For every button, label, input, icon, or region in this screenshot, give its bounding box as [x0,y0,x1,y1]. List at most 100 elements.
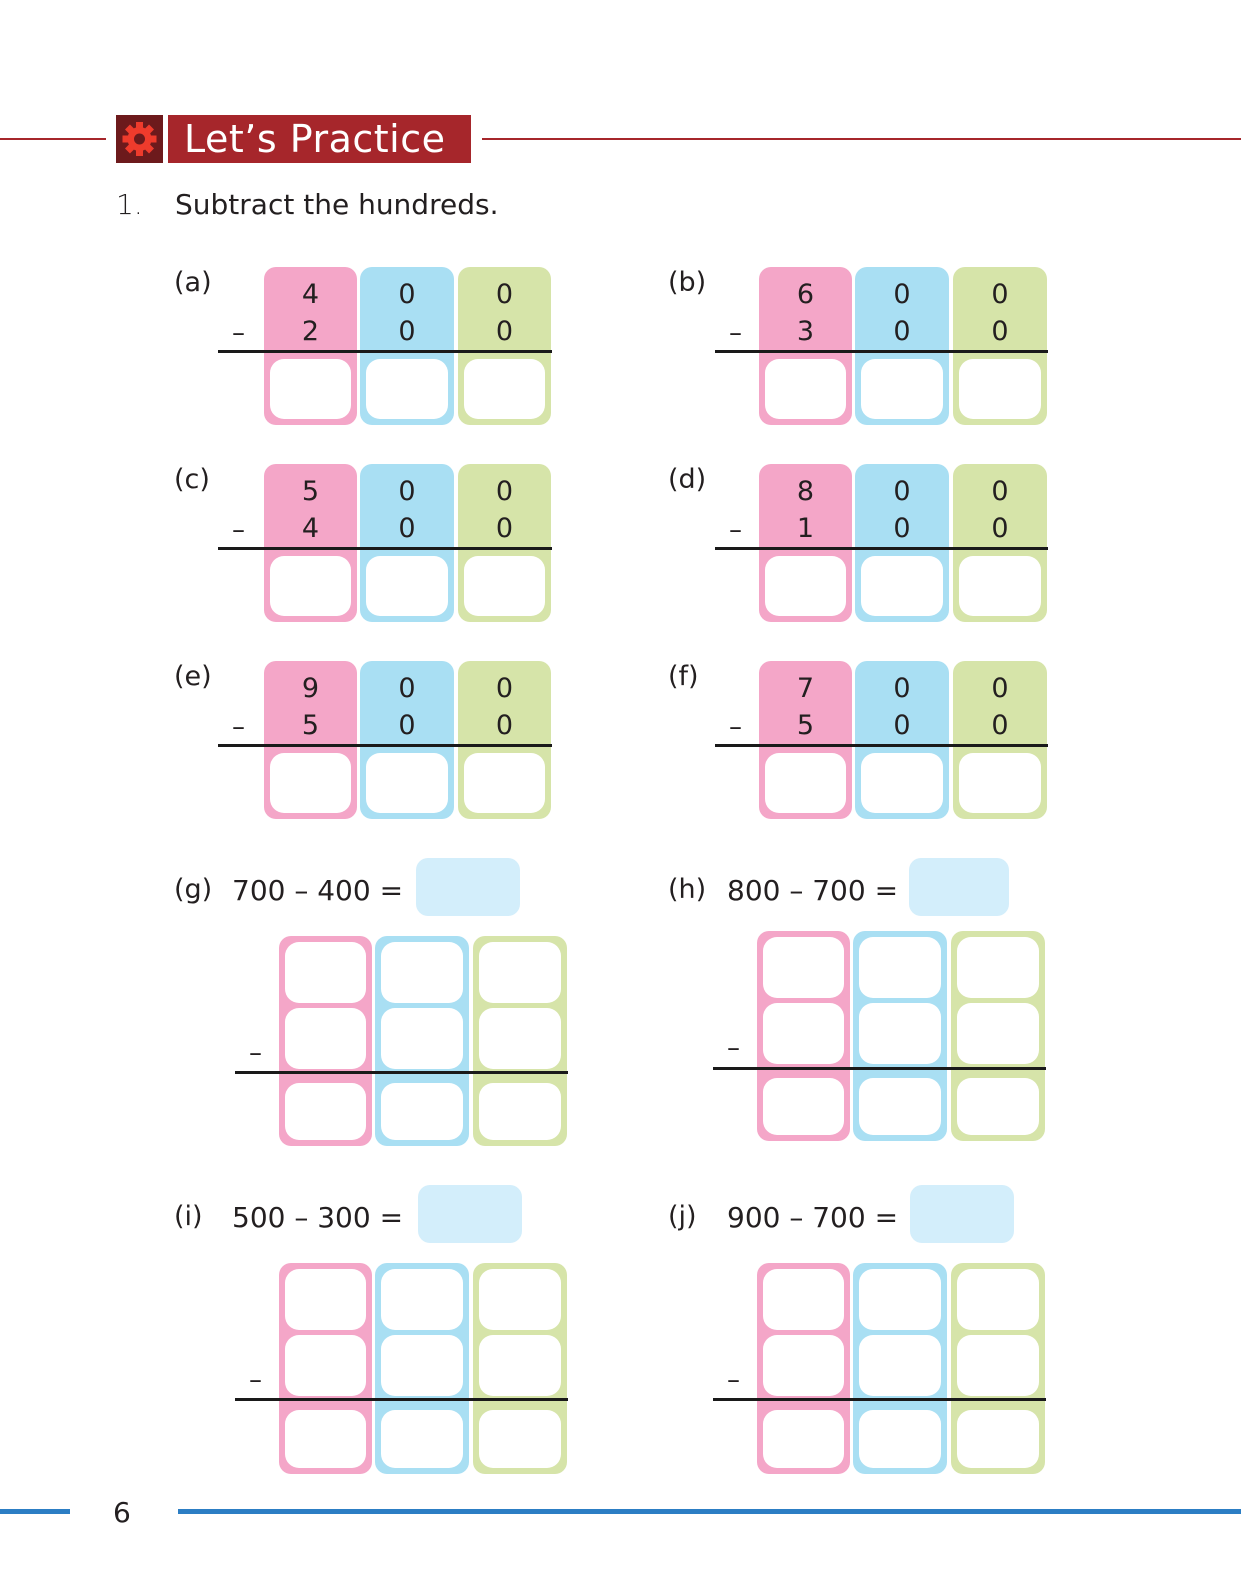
answer-box-bottom-hundreds[interactable] [285,1008,366,1069]
tens-column [375,936,469,1146]
answer-box-top-tens[interactable] [859,937,941,998]
hundreds-column [757,931,850,1141]
answer-box-result-hundreds[interactable] [763,1410,844,1468]
subtraction-line [715,547,1048,550]
ones-column: 0 0 [953,464,1047,622]
page-number: 6 [113,1496,131,1529]
gear-icon-box [116,115,163,163]
top-digit: 0 [893,279,911,310]
top-digit: 0 [495,476,514,507]
answer-box-top-tens[interactable] [859,1269,941,1330]
answer-box-result-ones[interactable] [479,1410,561,1468]
top-digit: 4 [301,279,320,310]
answer-box-top-tens[interactable] [381,942,463,1003]
tens-column [375,1263,469,1474]
answer-box-result-tens[interactable] [381,1410,463,1468]
answer-box-hundreds[interactable] [765,556,846,616]
answer-box-result-ones[interactable] [957,1078,1039,1135]
answer-box-ones[interactable] [464,753,545,813]
problem-label: (a) [174,267,212,298]
answer-box-bottom-ones[interactable] [479,1335,561,1396]
answer-box-result[interactable] [416,858,520,916]
hundreds-column [279,936,372,1146]
answer-box-ones[interactable] [959,753,1041,813]
answer-box-result[interactable] [418,1185,522,1243]
answer-box-tens[interactable] [861,556,943,616]
answer-box-tens[interactable] [861,753,943,813]
subtraction-line [218,744,552,747]
answer-box-result[interactable] [909,858,1009,916]
answer-box-bottom-tens[interactable] [859,1003,941,1064]
top-digit: 9 [301,673,320,704]
bottom-digit: 0 [495,710,514,741]
answer-box-top-hundreds[interactable] [763,937,844,998]
answer-box-bottom-ones[interactable] [957,1335,1039,1396]
top-digit: 7 [796,673,815,704]
ones-column: 0 0 [953,661,1047,819]
problem-label: (d) [668,464,707,495]
bottom-digit: 5 [796,710,815,741]
top-digit: 0 [893,476,911,507]
answer-box-result-hundreds[interactable] [285,1410,366,1468]
top-digit: 0 [398,673,416,704]
answer-box-tens[interactable] [861,359,943,419]
problem-label: (j) [668,1201,697,1232]
answer-box-result-ones[interactable] [957,1410,1039,1468]
answer-box-tens[interactable] [366,753,448,813]
answer-box-hundreds[interactable] [270,753,351,813]
answer-box-ones[interactable] [959,556,1041,616]
answer-box-top-ones[interactable] [479,1269,561,1330]
answer-box-ones[interactable] [959,359,1041,419]
top-digit: 0 [991,673,1009,704]
answer-box-result-hundreds[interactable] [285,1083,366,1140]
bottom-digit: 0 [398,710,416,741]
minus-sign: – [232,712,245,742]
answer-box-bottom-ones[interactable] [479,1008,561,1069]
answer-box-top-hundreds[interactable] [285,942,366,1003]
answer-box-tens[interactable] [366,556,448,616]
question-instruction: Subtract the hundreds. [175,188,499,221]
answer-box-bottom-ones[interactable] [957,1003,1039,1064]
answer-box-result-ones[interactable] [479,1083,561,1140]
answer-box-result-tens[interactable] [381,1083,463,1140]
hundreds-column: 9 5 [264,661,357,819]
answer-box-hundreds[interactable] [270,556,351,616]
answer-box-bottom-hundreds[interactable] [763,1335,844,1396]
hundreds-column: 4 2 [264,267,357,425]
subtraction-line [713,1067,1046,1070]
answer-box-bottom-hundreds[interactable] [285,1335,366,1396]
answer-box-result-tens[interactable] [859,1078,941,1135]
problem-label: (e) [174,661,212,692]
answer-box-bottom-tens[interactable] [859,1335,941,1396]
tens-column: 0 0 [855,267,949,425]
answer-box-top-ones[interactable] [957,1269,1039,1330]
minus-sign: – [232,318,245,348]
answer-box-ones[interactable] [464,359,545,419]
answer-box-tens[interactable] [366,359,448,419]
answer-box-result[interactable] [910,1185,1014,1243]
answer-box-hundreds[interactable] [765,753,846,813]
answer-box-top-hundreds[interactable] [763,1269,844,1330]
answer-box-bottom-tens[interactable] [381,1008,463,1069]
answer-box-hundreds[interactable] [270,359,351,419]
ones-column [473,1263,567,1474]
answer-box-top-hundreds[interactable] [285,1269,366,1330]
hundreds-column: 6 3 [759,267,852,425]
hundreds-column: 5 4 [264,464,357,622]
equation-text: 900 – 700 = [727,1201,899,1234]
answer-box-result-hundreds[interactable] [763,1078,844,1135]
minus-sign: – [232,515,245,545]
answer-box-ones[interactable] [464,556,545,616]
answer-box-bottom-hundreds[interactable] [763,1003,844,1064]
ones-column: 0 0 [953,267,1047,425]
answer-box-top-ones[interactable] [479,942,561,1003]
top-digit: 8 [796,476,815,507]
answer-box-top-tens[interactable] [381,1269,463,1330]
footer-rule-right [178,1509,1241,1514]
answer-box-top-ones[interactable] [957,937,1039,998]
minus-sign: – [727,1033,740,1063]
answer-box-bottom-tens[interactable] [381,1335,463,1396]
answer-box-result-tens[interactable] [859,1410,941,1468]
minus-sign: – [729,318,742,348]
answer-box-hundreds[interactable] [765,359,846,419]
